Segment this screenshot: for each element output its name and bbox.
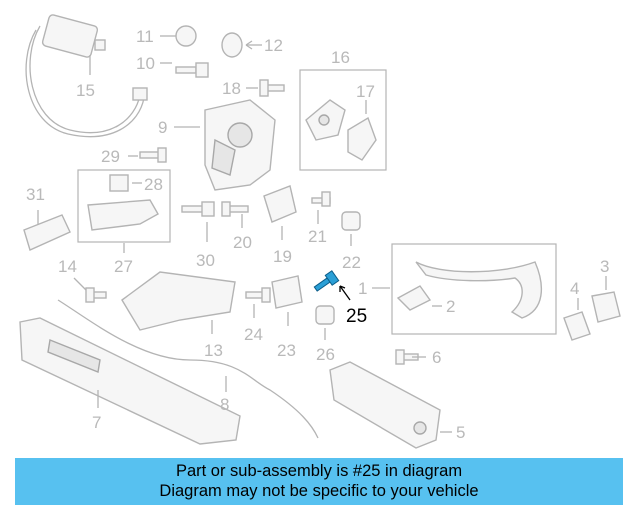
part-20-bolt (221, 201, 249, 228)
part-15-cable (25, 14, 148, 138)
part-5-bracket (329, 361, 452, 449)
part-14-bolt (73, 277, 107, 303)
part-10-bolt (160, 62, 209, 78)
part-26-bumper (315, 305, 335, 340)
part-30-bolt (181, 201, 215, 242)
callout-23: 23 (277, 341, 296, 360)
callout-13: 13 (204, 341, 223, 360)
callout-14: 14 (58, 257, 77, 276)
callout-30: 30 (196, 251, 215, 270)
part-11-cap (160, 25, 197, 47)
part-24-bolt (245, 287, 271, 318)
banner-line-1: Part or sub-assembly is #25 in diagram (175, 462, 463, 480)
callout-15: 15 (76, 81, 95, 100)
callout-25: 25 (346, 306, 367, 327)
part-18-screw (246, 79, 285, 97)
part-4 (563, 298, 591, 341)
part-1-handle-box (372, 243, 557, 335)
part-9-latch (174, 99, 276, 191)
callout-4: 4 (570, 279, 579, 298)
banner-line-2: Diagram may not be specific to your vehi… (159, 482, 479, 500)
callout-12: 12 (264, 36, 283, 55)
callout-5: 5 (456, 423, 465, 442)
part-22-bumper (341, 211, 361, 246)
part-12-plug (221, 32, 262, 58)
callout-1: 1 (358, 279, 367, 298)
part-25-screw (313, 270, 351, 301)
callout-3: 3 (600, 257, 609, 276)
callout-11: 11 (136, 27, 154, 46)
callout-27: 27 (114, 257, 133, 276)
part-6-screw (395, 349, 426, 365)
callout-26: 26 (316, 345, 335, 364)
part-3 (591, 276, 621, 323)
info-banner: Part or sub-assembly is #25 in diagram D… (15, 458, 623, 505)
callout-22: 22 (342, 253, 361, 272)
part-7-trim (19, 317, 241, 445)
callout-31: 31 (26, 185, 45, 204)
callout-29: 29 (101, 147, 120, 166)
part-23-striker (271, 275, 303, 326)
callout-28: 28 (144, 175, 163, 194)
part-27-box (77, 169, 171, 253)
part-16-box (299, 69, 387, 171)
part-8-cable (57, 299, 319, 439)
part-19-striker (263, 185, 297, 240)
part-29-bolt (128, 147, 167, 163)
callout-18: 18 (222, 79, 241, 98)
callout-20: 20 (233, 233, 252, 252)
callout-6: 6 (432, 348, 441, 367)
part-13-bracket (121, 271, 236, 334)
callout-2: 2 (446, 297, 455, 316)
callout-10: 10 (136, 54, 155, 73)
callout-9: 9 (158, 118, 167, 137)
callout-16: 16 (331, 48, 350, 67)
parts-diagram: 15 11 12 10 18 9 29 (19, 14, 621, 449)
callout-17: 17 (356, 82, 375, 101)
callout-8: 8 (220, 395, 229, 414)
callout-7: 7 (92, 413, 101, 432)
part-31 (23, 210, 71, 251)
part-21-screw (311, 191, 331, 224)
callout-24: 24 (244, 325, 263, 344)
callout-19: 19 (273, 247, 292, 266)
callout-21: 21 (308, 227, 327, 246)
